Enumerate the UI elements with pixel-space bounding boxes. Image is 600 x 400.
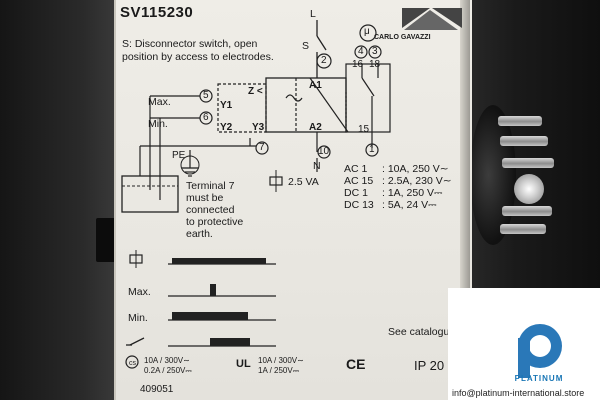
terminal-3: 3 — [372, 46, 378, 57]
rating-value: : 1A, 250 V⎓ — [382, 187, 443, 199]
label-A1: A1 — [309, 80, 322, 91]
terminal-16: 16 — [352, 59, 364, 70]
rating-value: : 2.5A, 230 V∼ — [382, 175, 452, 187]
pin — [498, 116, 542, 126]
terminal-1: 1 — [369, 144, 375, 155]
cert-right-line: 1A / 250V⎓ — [258, 366, 300, 375]
octal-base-pins — [470, 105, 560, 245]
terminal7-note-line: connected — [186, 204, 235, 216]
terminal7-note-line: Terminal 7 — [186, 180, 235, 192]
ce-mark: CE — [346, 356, 366, 372]
label-L: L — [310, 8, 316, 20]
center-key — [514, 174, 544, 204]
label-Z: Z < — [248, 86, 263, 97]
rating-code: AC 15 — [344, 175, 374, 187]
terminal7-note-line: to protective — [186, 216, 244, 228]
terminal-5: 5 — [203, 90, 209, 101]
cert-left-line: 10A / 300V∼ — [144, 356, 190, 365]
brand-logo-icon — [402, 8, 462, 30]
label-A2: A2 — [309, 122, 322, 133]
terminal-2: 2 — [321, 55, 327, 66]
label-Y3: Y3 — [252, 122, 265, 133]
label-S: S — [302, 40, 310, 52]
note-line-1: S: Disconnector switch, open — [122, 38, 258, 50]
pin — [500, 136, 548, 146]
mu-symbol: μ — [364, 26, 370, 37]
svg-text:cs: cs — [129, 360, 137, 367]
terminal-18: 18 — [369, 59, 381, 70]
label-max: Max. — [148, 96, 171, 108]
label-edge — [460, 0, 470, 400]
label-min: Min. — [148, 118, 168, 130]
terminal-15: 15 — [358, 124, 370, 135]
pin — [500, 224, 546, 234]
relay-front-label — [114, 0, 472, 400]
label-Y1: Y1 — [220, 100, 233, 111]
timing-label-min: Min. — [128, 312, 148, 324]
watermark-brand: PLATINUM — [514, 374, 564, 383]
terminal-7: 7 — [259, 142, 265, 153]
see-catalog-note: See catalogu — [388, 326, 450, 338]
terminal-6: 6 — [203, 112, 209, 123]
label-PE: PE — [172, 150, 186, 161]
pin — [502, 206, 552, 216]
terminal7-note-line: earth. — [186, 228, 213, 240]
mounting-clip — [96, 218, 118, 262]
supply-rating: 2.5 VA — [288, 176, 319, 188]
left-housing-shadow — [0, 0, 118, 400]
label-N: N — [313, 160, 321, 172]
terminal-4: 4 — [358, 46, 364, 57]
watermark-info: info@platinum-international.store — [452, 388, 585, 398]
timing-diagram — [126, 250, 276, 347]
cert-left-line: 0.2A / 250V⎓ — [144, 366, 192, 375]
brand-name: CARLO GAVAZZI — [374, 34, 431, 41]
pin — [502, 158, 554, 168]
pin-socket — [470, 105, 516, 245]
rating-code: DC 13 — [344, 199, 374, 211]
rating-code: AC 1 — [344, 163, 368, 175]
ul-mark: UL — [236, 358, 251, 370]
rating-value: : 5A, 24 V⎓ — [382, 199, 437, 211]
timing-label-max: Max. — [128, 286, 151, 298]
cert-right-line: 10A / 300V∼ — [258, 356, 304, 365]
ip-rating: IP 20 — [414, 358, 445, 373]
model-number: SV115230 — [120, 4, 194, 21]
serial-number: 409051 — [140, 384, 174, 395]
platinum-logo-icon — [518, 324, 562, 378]
terminal-10: 10 — [318, 146, 330, 157]
note-line-2: position by access to electrodes. — [122, 51, 274, 63]
label-Y2: Y2 — [220, 122, 233, 133]
terminal7-note-line: must be — [186, 192, 224, 204]
rating-value: : 10A, 250 V∼ — [382, 163, 449, 175]
rating-code: DC 1 — [344, 187, 368, 199]
